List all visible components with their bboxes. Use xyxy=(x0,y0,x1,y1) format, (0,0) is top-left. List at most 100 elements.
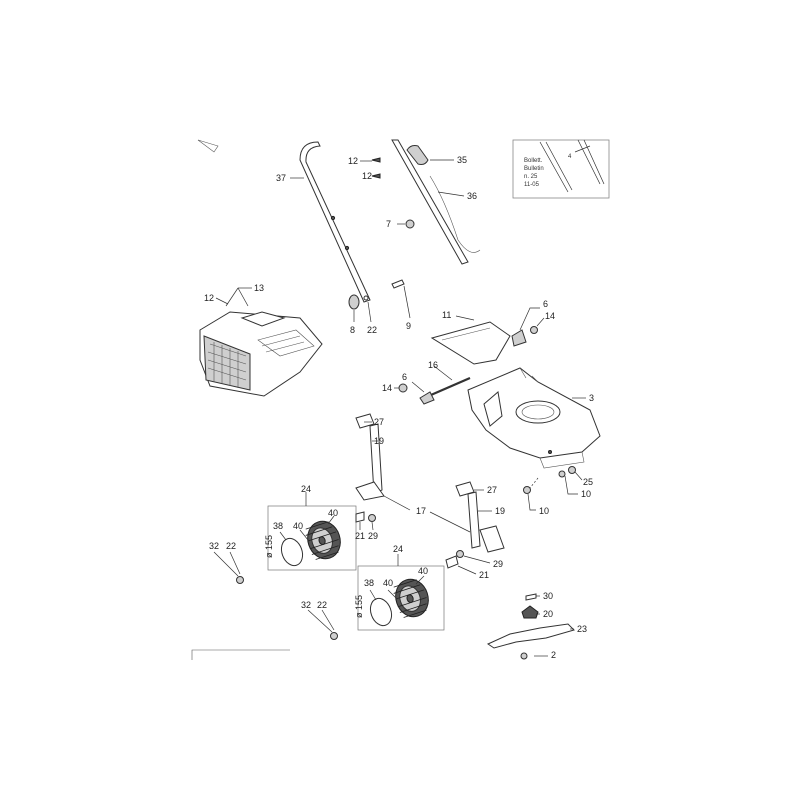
left-bolt-part xyxy=(355,511,365,523)
callout-bracket-left: 19 xyxy=(374,436,384,446)
leader-washer-right xyxy=(321,609,335,631)
callout-washer-left: 22 xyxy=(226,541,236,551)
callout-bracket-right-top: 27 xyxy=(487,485,497,495)
callout-wheel-left: 40 xyxy=(293,521,303,531)
cable-clip-part xyxy=(406,145,481,253)
leader-bolt-right xyxy=(457,565,477,575)
leader-bolt xyxy=(403,285,411,319)
callout-bag-screw: 12 xyxy=(204,293,214,303)
blade-bottom-part xyxy=(520,652,528,660)
rod-part xyxy=(419,376,471,405)
callout-nut-deck-a: 25 xyxy=(583,477,593,487)
leader-bag-b xyxy=(237,287,249,307)
callout-grass-bag: 13 xyxy=(254,283,264,293)
leader-screw-left xyxy=(213,551,239,577)
bulletin-handle-left xyxy=(539,141,573,193)
callout-blade: 23 xyxy=(577,624,587,634)
leader-rod xyxy=(433,365,453,381)
callout-wheel-right: 40 xyxy=(383,578,393,588)
leader-wheel-left-b xyxy=(327,515,335,525)
bulletin-line-1: Bollett. xyxy=(524,158,543,164)
callout-hub-left: 38 xyxy=(273,521,283,531)
leader-latch xyxy=(519,307,540,331)
knob-part xyxy=(348,294,360,310)
callout-washer-right: 22 xyxy=(317,600,327,610)
callout-axle: 17 xyxy=(416,506,426,516)
washer-part xyxy=(363,295,369,301)
right-screw-part xyxy=(330,632,338,640)
right-bolt-part xyxy=(445,555,459,569)
latch-nut-part xyxy=(530,326,538,334)
callout-deflector: 11 xyxy=(442,310,451,320)
blade-screw-part xyxy=(525,593,537,601)
small-knob-part xyxy=(405,219,415,229)
leader-hub-right xyxy=(369,589,377,601)
callout-bush-right: 29 xyxy=(493,559,503,569)
leader-rod-latch xyxy=(411,381,425,393)
leader-axle-b xyxy=(429,511,471,533)
callout-bush-left: 29 xyxy=(368,531,378,541)
leader-bag-a xyxy=(225,287,239,307)
callout-rod-nut: 14 xyxy=(382,383,392,393)
leader-bush-right xyxy=(463,555,491,564)
leader-nut-deck-c xyxy=(527,493,536,511)
wheel-size-right: ø 155 xyxy=(354,595,364,618)
rod-nut-part xyxy=(398,383,408,393)
callout-cable-clip: 35 xyxy=(457,155,467,165)
deck-nut-b xyxy=(558,470,566,478)
leader-latch-nut xyxy=(536,317,545,327)
left-bracket-part xyxy=(355,413,385,501)
bottom-frame-fragment xyxy=(191,649,290,660)
callout-screw-top: 12 xyxy=(348,156,358,166)
bulletin-line-2: Bulletin xyxy=(524,166,544,172)
callout-hub-right: 38 xyxy=(364,578,374,588)
bulletin-callout: 4 xyxy=(568,154,572,160)
callout-rod-latch: 6 xyxy=(402,372,407,382)
callout-latch: 6 xyxy=(543,299,548,309)
leader-nut-deck-b xyxy=(564,475,578,495)
bulletin-inset: 4 Bollett. Bulletin n. 25 11-05 xyxy=(512,139,610,199)
callout-bolt-left: 21 xyxy=(355,531,365,541)
right-bush-part xyxy=(456,550,464,558)
callout-deck: 3 xyxy=(589,393,594,403)
deflector-part xyxy=(430,321,511,365)
callout-wheel-group-right: 24 xyxy=(393,544,403,554)
left-screw-part xyxy=(236,576,244,584)
callout-wheel-right-b: 40 xyxy=(418,566,428,576)
callout-rod: 16 xyxy=(428,360,438,370)
bulletin-leader xyxy=(574,145,591,153)
deck-nut-c-dash xyxy=(529,477,539,489)
leader-deflector xyxy=(455,315,475,321)
callout-nut-deck-b: 10 xyxy=(581,489,591,499)
callout-screw-right: 32 xyxy=(301,600,311,610)
leader-wheel-left xyxy=(299,529,309,541)
bulletin-line-4: 11-05 xyxy=(524,182,540,188)
callout-screw-top2: 12 xyxy=(362,171,372,181)
callout-blade-adapter: 20 xyxy=(543,609,553,619)
leader-nut-deck-a xyxy=(574,471,583,481)
blade-part xyxy=(486,623,575,649)
handle-part xyxy=(299,139,469,303)
leader-wheel-right xyxy=(387,589,397,599)
left-wheel-group: ø 155 xyxy=(264,505,357,571)
bulletin-line-3: n. 25 xyxy=(524,174,538,180)
left-bush-part xyxy=(368,514,376,522)
wheel-size-left: ø 155 xyxy=(264,535,274,558)
leader-hub-left xyxy=(279,531,287,541)
leader-axle-a xyxy=(383,495,411,511)
callout-bolt-right: 21 xyxy=(479,570,489,580)
callout-cable: 36 xyxy=(467,191,477,201)
callout-latch-nut: 14 xyxy=(545,311,555,321)
callout-wheel-group-left: 24 xyxy=(301,484,311,494)
callout-bracket-left-top: 27 xyxy=(374,417,384,427)
callout-blade-screw: 30 xyxy=(543,591,553,601)
callout-blade-bottom: 2 xyxy=(551,650,556,660)
leader-cable xyxy=(437,191,465,197)
callout-handle: 37 xyxy=(276,173,286,183)
callout-wheel-left-b: 40 xyxy=(328,508,338,518)
deck-nut-c xyxy=(523,486,531,494)
leader-screw-right xyxy=(307,609,333,633)
leader-bush-left xyxy=(371,521,374,531)
callout-nut-deck-c: 10 xyxy=(539,506,549,516)
